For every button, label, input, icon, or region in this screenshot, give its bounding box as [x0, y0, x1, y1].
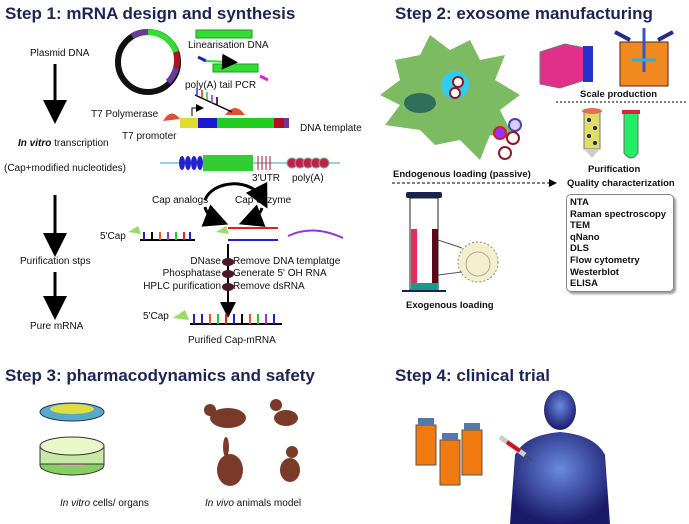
flow-plasmid: Plasmid DNA — [30, 48, 90, 59]
effect-dnase: Remove DNA templatge — [233, 256, 341, 267]
step1-title: Step 1: mRNA design and synthesis — [5, 4, 296, 23]
label-5cap-purified: 5'Cap — [143, 311, 169, 322]
qc-method: Westerblot — [570, 266, 619, 278]
label-exogenous: Exogenous loading — [406, 300, 494, 311]
qc-method: NTA — [570, 197, 589, 208]
agent-hplc: HPLC purification — [143, 281, 221, 292]
flow-pure: Pure mRNA — [30, 321, 84, 332]
flow-ivt-italic: In vitro — [18, 138, 52, 149]
flask-stack-icon — [539, 43, 593, 89]
petri-dish-icon — [39, 402, 105, 476]
plasmid-icon — [115, 29, 181, 95]
label-purified-mrna: Purified Cap-mRNA — [188, 335, 276, 346]
purification-dots — [222, 258, 234, 291]
bioreactor-icon — [614, 28, 674, 87]
label-endogenous: Endogenous loading (passive) — [393, 169, 531, 180]
label-purification: Purification — [588, 164, 641, 175]
qc-method: TEM — [570, 220, 591, 232]
vials-icon — [415, 418, 483, 486]
purification-column-icon — [582, 108, 602, 158]
mrna-construct-icon — [160, 155, 340, 171]
centrifuge-tube-icon — [622, 110, 640, 159]
linear-dna-icon — [195, 29, 253, 39]
animals-icon — [204, 399, 300, 486]
label-invitro-models: In vitro cells/ organs — [60, 498, 149, 509]
step3-title: Step 3: pharmacodynamics and safety — [5, 366, 315, 385]
flow-cap: (Cap+modified nucleotides) — [4, 163, 127, 174]
flow-purification: Purification stps — [20, 256, 91, 267]
qc-method: DLS — [570, 243, 589, 255]
step2-title: Step 2: exosome manufacturing — [395, 4, 653, 23]
capped-mrna-icon — [128, 226, 344, 241]
electroporation-tube-icon — [402, 192, 499, 292]
qc-method: Flow cytometry — [570, 254, 640, 266]
label-linearisation: Linearisation DNA — [188, 40, 269, 51]
invivo-rest: animals model — [233, 498, 302, 509]
label-t7-polymerase: T7 Polymerase — [91, 109, 159, 120]
syringe-icon — [498, 434, 533, 461]
label-5cap: 5'Cap — [100, 231, 126, 242]
label-invivo-models: In vivo animals model — [205, 498, 301, 509]
invitro-italic: In vitro — [60, 498, 91, 509]
label-quality: Quality characterization — [567, 178, 675, 189]
label-cap-analogs: Cap analogs — [152, 195, 209, 206]
flow-ivt-rest: transcription — [54, 138, 109, 149]
agent-phosphatase: Phosphatase — [162, 268, 221, 279]
pcr-icon — [197, 53, 269, 82]
label-t7-promoter: T7 promoter — [122, 131, 177, 142]
purified-mrna-icon — [173, 310, 282, 325]
qc-method: qNano — [570, 231, 600, 243]
label-polya: poly(A) — [292, 173, 324, 184]
qc-method: ELISA — [570, 278, 598, 290]
dna-template-icon — [163, 88, 289, 128]
label-polya-pcr: poly(A) tail PCR — [185, 80, 257, 91]
label-dna-template: DNA template — [300, 123, 362, 134]
effect-phosphatase: Generate 5' OH RNA — [233, 268, 327, 279]
flow-ivt: In vitro transcription — [18, 138, 109, 149]
qc-method: Raman spectroscopy — [570, 208, 667, 220]
cell-icon — [380, 35, 522, 160]
label-scale-production: Scale production — [580, 89, 658, 100]
label-cap-enzyme: Cap enzyme — [235, 195, 292, 206]
agent-dnase: DNase — [190, 256, 221, 267]
invitro-rest: cells/ organs — [90, 498, 149, 509]
step4-title: Step 4: clinical trial — [395, 366, 550, 385]
effect-hplc: Remove dsRNA — [233, 281, 305, 292]
human-silhouette-icon — [510, 390, 610, 524]
qc-methods-box: NTA Raman spectroscopy TEM qNano DLS Flo… — [566, 194, 674, 292]
invivo-italic: In vivo — [205, 498, 234, 509]
label-3utr: 3'UTR — [252, 173, 281, 184]
capping-cycle-arrows — [201, 181, 268, 227]
